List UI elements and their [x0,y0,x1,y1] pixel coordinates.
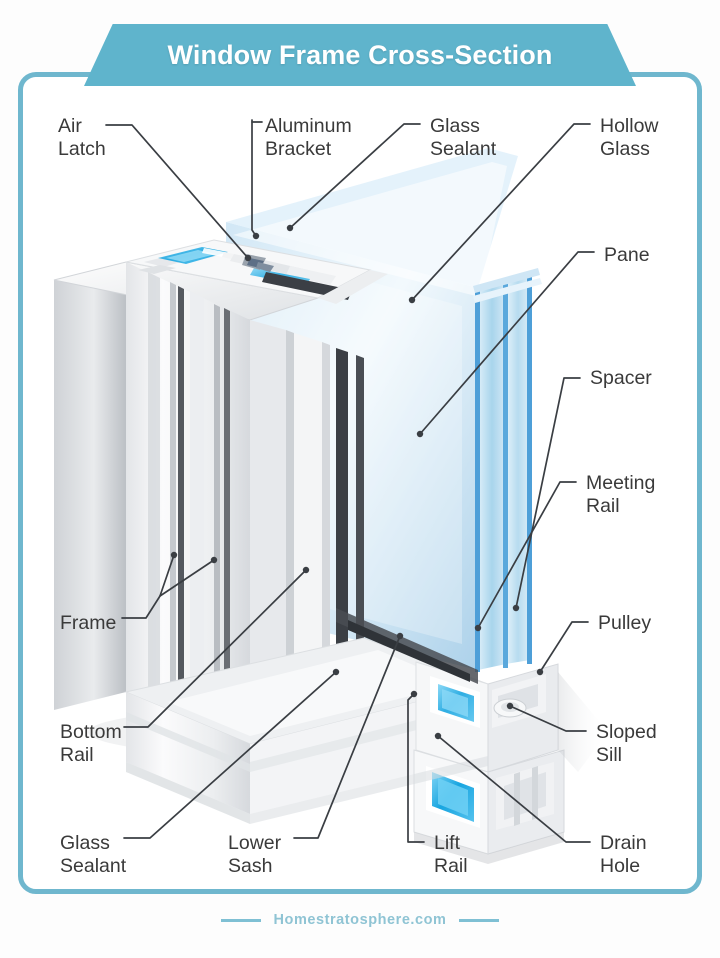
label-air-latch: Air Latch [58,115,106,160]
footer-dash-left [220,918,261,922]
label-sloped-sill: Sloped Sill [596,721,657,766]
title-banner: Window Frame Cross-Section [84,24,636,86]
label-lower-sash: Lower Sash [228,832,282,877]
label-hollow-glass: Hollow Glass [600,115,659,160]
label-pane: Pane [604,244,650,266]
label-drain-hole: Drain Hole [600,832,647,877]
label-aluminum-bracket: Aluminum Bracket [265,115,352,160]
label-frame: Frame [60,612,117,634]
label-glass-sealant-top: Glass Sealant [430,115,497,160]
footer-attribution: Homestratosphere.com [273,912,447,928]
label-bottom-rail: Bottom Rail [60,721,122,766]
label-pulley: Pulley [598,612,652,634]
label-meeting-rail: Meeting Rail [586,472,656,517]
footer: Homestratosphere.com [0,912,720,928]
label-glass-sealant-bottom: Glass Sealant [60,832,127,877]
footer-dash-right [459,918,500,922]
page-title: Window Frame Cross-Section [167,39,553,70]
label-lift-rail: Lift Rail [434,832,468,877]
label-spacer: Spacer [590,367,652,389]
